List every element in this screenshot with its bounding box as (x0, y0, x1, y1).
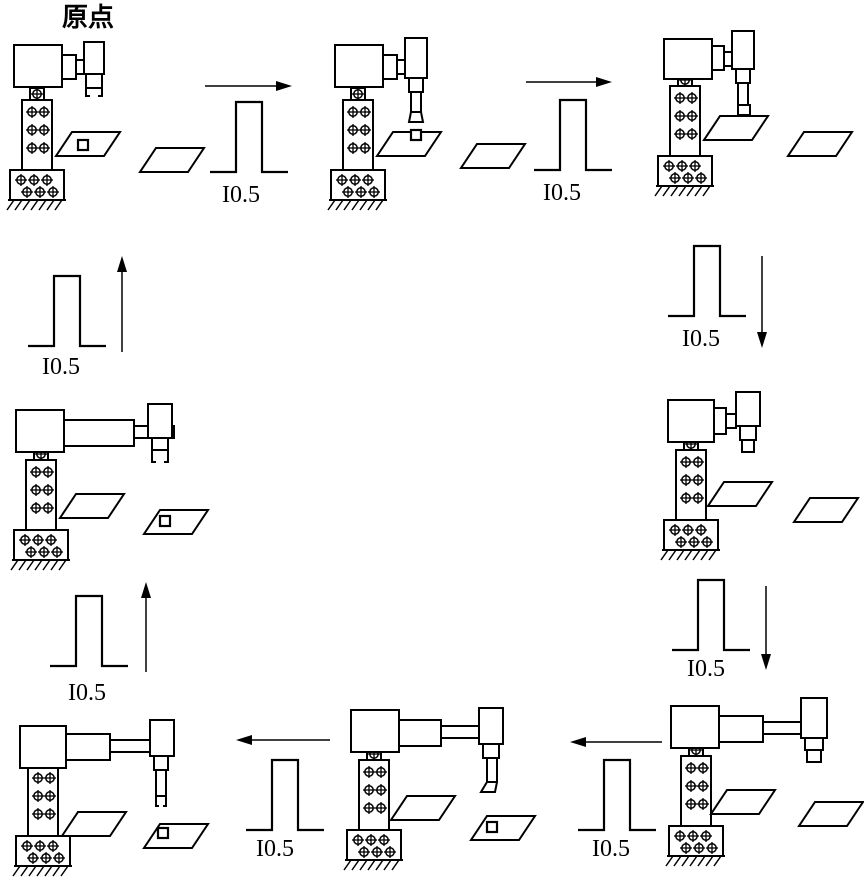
signal-label-7: I0.5 (68, 680, 106, 706)
robot-stage-3 (655, 30, 853, 196)
arrow-up-1 (141, 582, 151, 672)
arrow-down-1 (757, 256, 767, 348)
origin-label: 原点 (62, 2, 114, 33)
robot-stage-4 (661, 391, 859, 560)
robot-stage-7 (13, 719, 209, 876)
pulse-8 (26, 274, 108, 348)
signal-label-6: I0.5 (256, 836, 294, 862)
robot-stage-6 (344, 707, 536, 870)
arrow-down-2 (761, 586, 771, 670)
pulse-1 (208, 100, 290, 174)
pulse-7 (48, 594, 130, 668)
arrow-right-1 (205, 81, 292, 91)
robot-stage-2 (328, 37, 526, 210)
signal-label-2: I0.5 (543, 180, 581, 206)
arrow-left-1 (570, 737, 662, 747)
arrow-right-2 (526, 77, 612, 87)
arrow-left-2 (236, 735, 330, 745)
signal-label-5: I0.5 (592, 836, 630, 862)
pulse-2 (532, 98, 614, 172)
pulse-4 (670, 578, 752, 652)
signal-label-3: I0.5 (682, 326, 720, 352)
signal-label-8: I0.5 (42, 354, 80, 380)
robot-stage-1 (7, 41, 205, 210)
pulse-5 (576, 758, 658, 832)
signal-label-1: I0.5 (222, 182, 260, 208)
robot-stage-8 (11, 403, 209, 570)
signal-label-4: I0.5 (687, 656, 725, 682)
pulse-3 (666, 244, 748, 318)
pulse-6 (244, 758, 326, 832)
arrow-up-2 (117, 256, 127, 352)
robot-stage-5 (666, 697, 864, 866)
